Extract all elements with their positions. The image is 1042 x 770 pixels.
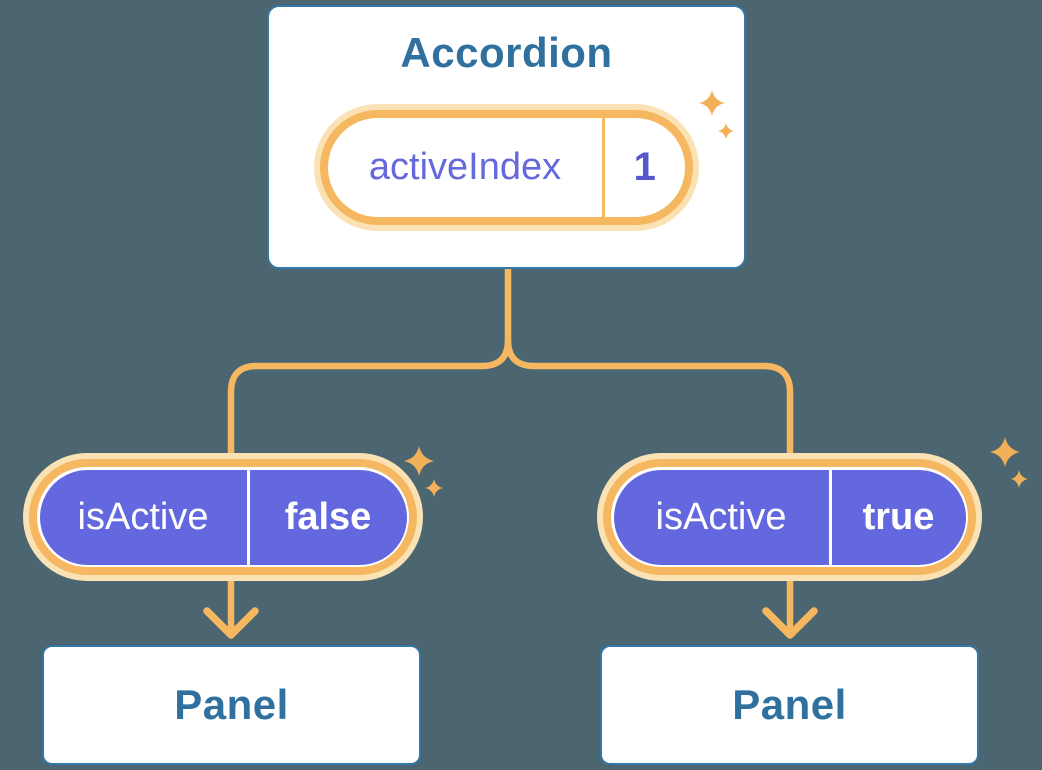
state-pill: activeIndex 1 bbox=[314, 104, 699, 231]
panel-title: Panel bbox=[732, 681, 847, 728]
panel-component-box-right: Panel bbox=[600, 645, 979, 765]
prop-value-label: true bbox=[862, 495, 935, 538]
prop-pill-divider bbox=[828, 469, 832, 565]
panel-component-box-left: Panel bbox=[42, 645, 421, 765]
state-value-label: 1 bbox=[633, 145, 656, 189]
prop-pill-ring: isActive true bbox=[603, 459, 976, 575]
accordion-component-box: Accordion activeIndex 1 bbox=[267, 5, 746, 269]
connector-right-branch bbox=[504, 336, 794, 470]
sparkle-icon bbox=[425, 479, 443, 497]
prop-value-label: false bbox=[284, 495, 372, 538]
sparkle-icon bbox=[1011, 470, 1028, 488]
prop-name-label: isActive bbox=[77, 495, 209, 538]
sparkle-icon bbox=[990, 437, 1020, 467]
state-pill-ring: activeIndex 1 bbox=[320, 110, 693, 225]
connector-stem-left-branch bbox=[227, 263, 512, 470]
prop-pill-divider bbox=[246, 469, 250, 565]
arrowhead-left-icon bbox=[203, 607, 259, 639]
state-pill-divider bbox=[602, 118, 605, 217]
sparkle-icon bbox=[404, 446, 434, 476]
panel-title: Panel bbox=[174, 681, 289, 728]
arrowhead-right-icon bbox=[762, 607, 818, 639]
accordion-title: Accordion bbox=[400, 29, 613, 76]
prop-pill-ring: isActive false bbox=[29, 459, 417, 575]
prop-name-label: isActive bbox=[655, 495, 787, 538]
prop-pill-isactive-false: isActive false bbox=[23, 453, 423, 581]
state-name-label: activeIndex bbox=[368, 146, 562, 188]
prop-pill-isactive-true: isActive true bbox=[597, 453, 982, 581]
